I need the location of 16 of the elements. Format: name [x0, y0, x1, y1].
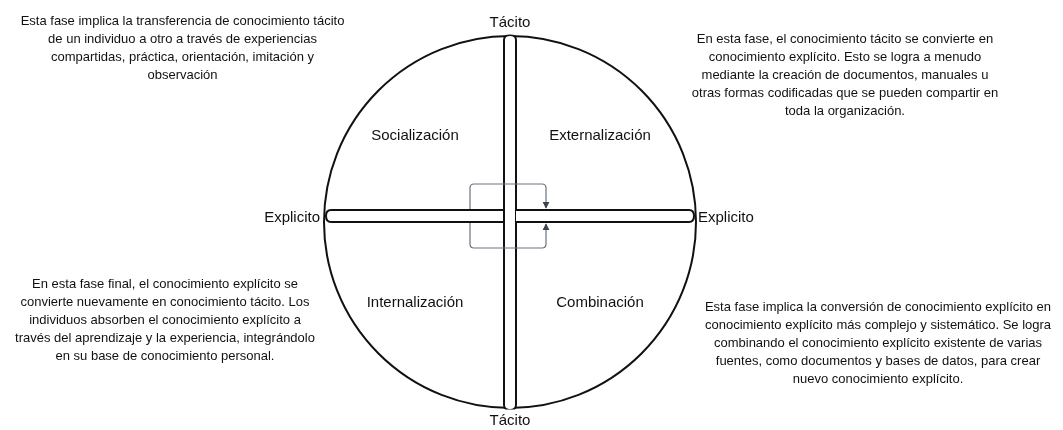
- phase-label: Socialización: [370, 125, 460, 145]
- axis-label: Explicito: [263, 207, 320, 227]
- phase-label: Internalización: [365, 292, 465, 312]
- cycle-arrow: [469, 222, 550, 249]
- axis-label: Tácito: [488, 410, 532, 430]
- vertical-bar: [503, 34, 517, 410]
- phase-label: Externalización: [548, 125, 652, 145]
- description-text: Esta fase implica la conversión de conocimiento explícito en conocimiento explícito más complejo y sistemático. Se logra combinando el conocimiento explícito existente de varias fuentes, como documentos y bases de datos, para crear nuevo conocimiento explícito.: [703, 298, 1053, 388]
- description-text: En esta fase, el conocimiento tácito se convierte en conocimiento explícito. Esto se logra a menudo mediante la creación de documentos, manuales u otras formas codificadas que se pueden compartir en toda la organización.: [690, 30, 1000, 120]
- horizontal-bar: [325, 209, 695, 223]
- phase-label: Combinación: [555, 292, 645, 312]
- axis-label: Tácito: [488, 12, 532, 32]
- description-text: Esta fase implica la transferencia de conocimiento tácito de un individuo a otro a través de experiencias compartidas, práctica, orientación, imitación y observación: [19, 12, 346, 84]
- axis-label: Explicito: [698, 207, 755, 227]
- cycle-arrow: [469, 183, 550, 210]
- description-text: En esta fase final, el conocimiento explícito se convierte nuevamente en conocimiento tácito. Los individuos absorben el conocimiento explícito a través del aprendizaje y la experiencia, integrándolo en su base de conocimiento personal.: [14, 275, 316, 365]
